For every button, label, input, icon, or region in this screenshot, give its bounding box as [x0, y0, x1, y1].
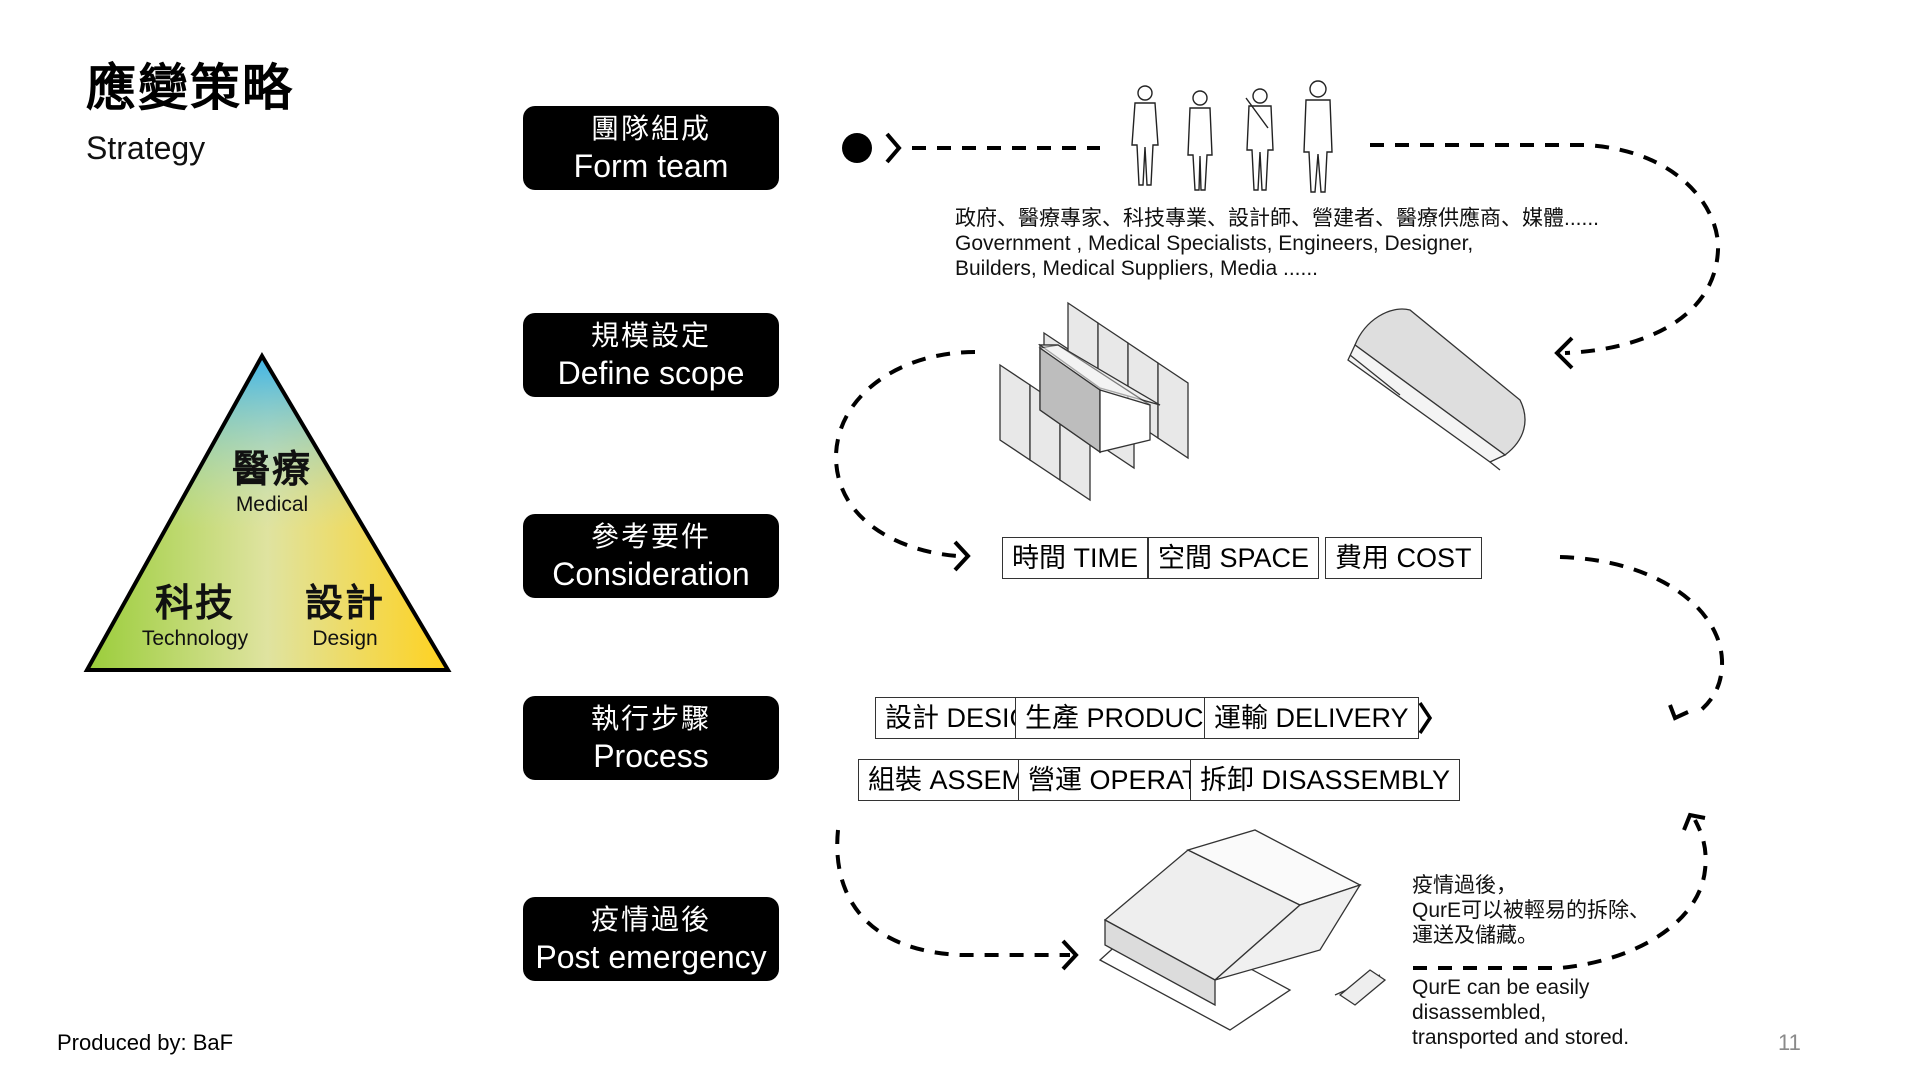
- flow-path-scope-to-consideration: [833, 350, 976, 558]
- process-delivery: 運輸 DELIVERY: [1204, 697, 1419, 739]
- medical-zh: 醫療: [231, 449, 312, 491]
- consideration-space: 空間 SPACE: [1148, 537, 1320, 579]
- triangle-label-design: 設計 Design: [290, 582, 400, 652]
- arrow-right-icon: [953, 540, 971, 572]
- medical-en: Medical: [235, 493, 309, 516]
- triangle-label-medical: 醫療 Medical: [212, 448, 332, 518]
- triangle-top-fill: [87, 356, 448, 670]
- post-note-en: QurE can be easily disassembled, transpo…: [1412, 975, 1629, 1050]
- step-form-team: 團隊組成 Form team: [523, 106, 779, 190]
- technology-en: Technology: [141, 627, 249, 650]
- team-members-en-2: Builders, Medical Suppliers, Media .....…: [955, 257, 1318, 280]
- quonset-hut-icon: [1347, 308, 1526, 471]
- four-people-icon: [1131, 80, 1333, 193]
- page-subtitle: Strategy: [86, 130, 206, 166]
- step-zh: 規模設定: [590, 320, 711, 351]
- domain-triangle: [83, 351, 452, 672]
- step-consideration: 參考要件 Consideration: [523, 514, 779, 598]
- consideration-cost: 費用 COST: [1325, 537, 1482, 579]
- note-en-line: transported and stored.: [1412, 1026, 1630, 1049]
- design-zh: 設計: [304, 583, 385, 625]
- step-en: Form team: [573, 148, 729, 184]
- note-en-line: disassembled,: [1412, 1001, 1547, 1024]
- flow-path-process-to-post: [835, 829, 1070, 957]
- triangle-label-technology: 科技 Technology: [125, 582, 265, 652]
- design-en: Design: [312, 627, 378, 650]
- arrow-up-icon: [1682, 812, 1706, 831]
- step-en: Post emergency: [535, 939, 767, 975]
- technology-zh: 科技: [154, 583, 235, 625]
- step-zh: 疫情過後: [590, 904, 711, 935]
- produced-by: Produced by: BaF: [57, 1030, 234, 1055]
- flow-path-consideration-to-process: [1559, 555, 1725, 717]
- triangle-outline: [83, 351, 452, 672]
- step-en: Define scope: [557, 355, 745, 391]
- start-dot-icon: [842, 133, 872, 163]
- step-process: 執行步驟 Process: [523, 696, 779, 780]
- process-disassembly: 拆卸 DISASSEMBLY: [1190, 759, 1461, 801]
- page-title: 應變策略: [86, 60, 294, 116]
- chevron-right-icon: [885, 132, 902, 164]
- note-zh-line: 疫情過後，: [1412, 874, 1517, 897]
- step-en: Consideration: [552, 556, 750, 592]
- note-zh-line: 運送及儲藏。: [1412, 924, 1538, 947]
- step-define-scope: 規模設定 Define scope: [523, 313, 779, 397]
- step-post-emergency: 疫情過後 Post emergency: [523, 897, 779, 981]
- step-zh: 參考要件: [590, 521, 711, 552]
- tent-disassembly-icon: [1098, 829, 1387, 1031]
- chevron-right-icon: [1418, 702, 1433, 734]
- flow-path-team-to-scope: [1370, 143, 1721, 355]
- shipping-container-icon: [1037, 343, 1161, 454]
- step-zh: 團隊組成: [590, 113, 711, 144]
- team-members-en-1: Government , Medical Specialists, Engine…: [955, 232, 1474, 255]
- page-number: 11: [1778, 1030, 1801, 1055]
- flow-path-post-return: [1413, 819, 1708, 970]
- note-zh-line: QurE可以被輕易的拆除、: [1412, 899, 1651, 922]
- step-zh: 執行步驟: [590, 703, 711, 734]
- note-en-line: QurE can be easily: [1412, 976, 1590, 999]
- post-note-zh: 疫情過後， QurE可以被輕易的拆除、 運送及儲藏。: [1412, 873, 1650, 948]
- team-description: 政府、醫療專家、科技專業、設計師、營建者、醫療供應商、媒體...... Gove…: [955, 206, 1599, 281]
- arrow-left-icon: [1554, 336, 1574, 370]
- arrow-down-left-icon: [1668, 704, 1689, 721]
- arrow-right-icon: [1061, 939, 1079, 971]
- step-en: Process: [593, 738, 709, 774]
- consideration-time: 時間 TIME: [1002, 537, 1148, 579]
- team-members-zh: 政府、醫療專家、科技專業、設計師、營建者、醫療供應商、媒體......: [955, 207, 1600, 230]
